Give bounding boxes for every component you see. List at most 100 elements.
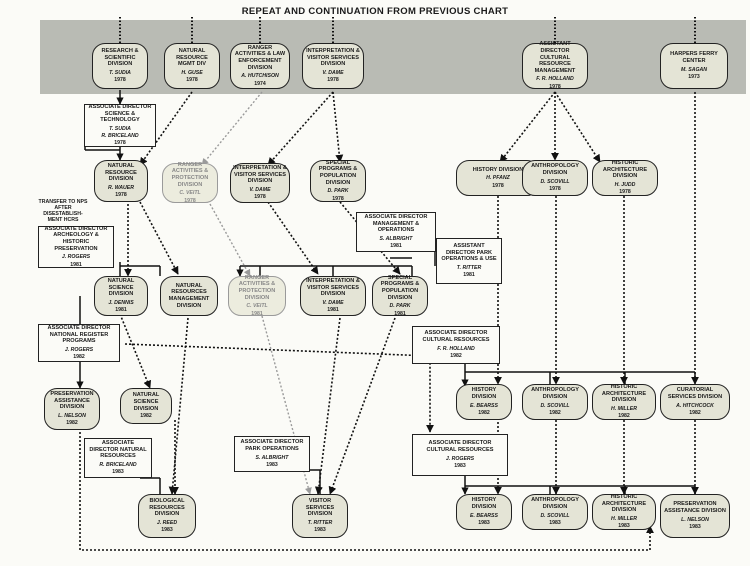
node-person: J. ROGERS (445, 455, 475, 462)
node-name: RANGER ACTIVITIES & PROTECTION DIVISION (238, 274, 276, 301)
node-year: 1978 (332, 195, 344, 202)
node-name: ASSOCIATE DIRECTOR SCIENCE & TECHNOLOGY (88, 104, 152, 124)
node-person: T. SUDIA (109, 126, 131, 132)
chart-title: REPEAT AND CONTINUATION FROM PREVIOUS CH… (241, 6, 509, 17)
node-year: 1978 (492, 182, 504, 189)
node-person: F. R. HOLLAND (437, 345, 475, 352)
node-ranger-protection-division-1978: RANGER ACTIVITIES & PROTECTION DIVISION … (162, 161, 218, 204)
node-assistant-director-cultural-resource-mgmt: ASSISTANT DIRECTOR CULTURAL RESOURCE MAN… (522, 41, 588, 90)
node-name: RANGER ACTIVITIES & LAW ENFORCEMENT DIVI… (234, 44, 286, 71)
node-name: VISITOR SERVICES DIVISION (305, 498, 335, 518)
node-person: H. MILLER (611, 405, 637, 412)
node-year: 1982 (140, 413, 152, 420)
node-person: E. BEARSS (470, 402, 498, 409)
node-year: 1982 (66, 420, 78, 427)
node-year: 1978 (549, 83, 561, 90)
node-person: C. VEITL (246, 303, 268, 310)
node-person: J. ROGERS (64, 346, 94, 353)
node-person: R. WAUER (108, 184, 134, 191)
node-year: 1978 (115, 192, 127, 199)
node-year: 1974 (254, 80, 266, 87)
node-biological-resources-division-1983: BIOLOGICAL RESOURCES DIVISION J. REED 19… (138, 494, 196, 538)
node-person: H. MILLER (611, 515, 637, 522)
node-person: T. SUDIA (109, 69, 131, 76)
node-name: SPECIAL PROGRAMS & POPULATION DIVISION (318, 159, 358, 186)
node-name: HISTORIC ARCHITECTURE DIVISION (601, 494, 647, 514)
node-year: 1981 (70, 261, 82, 268)
node-name: INTERPRETATION & VISITOR SERVICES DIVISI… (306, 278, 360, 298)
node-name: ASSOCIATE DIRECTOR CULTURAL RESOURCES (422, 330, 490, 343)
node-name: ASSISTANT DIRECTOR CULTURAL RESOURCE MAN… (534, 41, 576, 74)
node-year: 1978 (549, 186, 561, 193)
node-person: R. BRICELAND (99, 461, 137, 468)
node-historic-architecture-division-1982: HISTORIC ARCHITECTURE DIVISION H. MILLER… (592, 384, 656, 420)
node-interpretation-visitor-services-1981: INTERPRETATION & VISITOR SERVICES DIVISI… (300, 276, 366, 316)
node-year: 1978 (114, 140, 126, 147)
node-person: D. PARK (389, 303, 411, 310)
node-name: ANTHROPOLOGY DIVISION (531, 497, 579, 510)
node-name: ASSOCIATE DIRECTOR PARK OPERATIONS (240, 439, 304, 452)
node-year: 1981 (394, 310, 406, 317)
node-person: V. DAME (322, 69, 344, 76)
node-person: T. RITTER (456, 264, 482, 271)
node-person: M. SAGAN (681, 66, 707, 73)
node-person: T. RITTER (307, 519, 333, 526)
node-person: H. JUDD (614, 181, 636, 188)
node-name: ASSOCIATE DIRECTOR NATURAL RESOURCES (89, 440, 147, 460)
node-year: 1983 (549, 520, 561, 527)
node-name: NATURAL RESOURCE MGMT DIV (176, 48, 208, 68)
node-name: SPECIAL PROGRAMS & POPULATION DIVISION (380, 274, 420, 301)
node-associate-director-cultural-resources-1983: ASSOCIATE DIRECTOR CULTURAL RESOURCES J.… (412, 434, 508, 476)
node-name: ASSOCIATE DIRECTOR CULTURAL RESOURCES (426, 440, 494, 453)
node-year: 1978 (327, 77, 339, 84)
node-natural-science-division-1981: NATURAL SCIENCE DIVISION J. DENNIS 1981 (94, 276, 148, 316)
node-person: L. NELSON (58, 412, 86, 419)
node-year: 1983 (689, 524, 701, 531)
node-research-scientific-division: RESEARCH & SCIENTIFIC DIVISION T. SUDIA … (92, 43, 148, 89)
node-name: ANTHROPOLOGY DIVISION (531, 387, 579, 400)
node-name: HARPERS FERRY CENTER (670, 51, 718, 64)
node-person: V. DAME (249, 186, 271, 193)
node-year: 1978 (619, 189, 631, 196)
node-person: C. VEITL (179, 190, 201, 197)
node-year: 1982 (478, 410, 490, 417)
node-name: INTERPRETATION & VISITOR SERVICES DIVISI… (233, 165, 287, 185)
node-name: HISTORY DIVISION (471, 497, 497, 510)
node-name: PRESERVATION ASSISTANCE DIVISION (50, 391, 94, 411)
node-historic-architecture-division-1978: HISTORIC ARCHITECTURE DIVISION H. JUDD 1… (592, 160, 658, 196)
node-year: 1982 (73, 354, 85, 361)
node-year: 1981 (115, 307, 127, 314)
node-name: ASSISTANT DIRECTOR PARK OPERATIONS & USE (441, 243, 497, 263)
node-year: 1982 (618, 413, 630, 420)
node-natural-science-division-1982: NATURAL SCIENCE DIVISION 1982 (120, 388, 172, 424)
node-person: F. R. HOLLAND (536, 76, 574, 83)
node-ranger-protection-division-1981: RANGER ACTIVITIES & PROTECTION DIVISION … (228, 274, 286, 317)
node-year: 1982 (689, 410, 701, 417)
node-name: CURATORIAL SERVICES DIVISION (667, 387, 723, 400)
node-year: 1981 (390, 243, 402, 250)
node-name: HISTORY DIVISION (471, 387, 497, 400)
node-name: HISTORY DIVISION (472, 166, 524, 173)
node-person: D. SCOVILL (540, 178, 570, 185)
node-person: A. HUTCHISON (241, 73, 279, 80)
node-name: RANGER ACTIVITIES & PROTECTION DIVISION (171, 161, 209, 188)
node-natural-resource-division-1978: NATURAL RESOURCE DIVISION R. WAUER 1978 (94, 160, 148, 202)
node-name: HISTORIC ARCHITECTURE DIVISION (602, 160, 648, 180)
node-person: H. GUSE (181, 69, 203, 76)
node-anthropology-division-1983: ANTHROPOLOGY DIVISION D. SCOVILL 1983 (522, 494, 588, 530)
node-year: 1983 (454, 463, 466, 470)
node-year: 1983 (266, 462, 278, 469)
node-year: 1983 (112, 469, 124, 476)
node-year: 1982 (549, 410, 561, 417)
node-curatorial-services-division-1982: CURATORIAL SERVICES DIVISION A. HITCHCOC… (660, 384, 730, 420)
node-year: 1981 (463, 272, 475, 279)
node-person: S. ALBRIGHT (379, 235, 413, 242)
node-year: 1982 (450, 353, 462, 360)
node-name: ASSOCIATE DIRECTOR ARCHEOLOGY & HISTORIC… (44, 225, 108, 252)
node-person: D. SCOVILL (540, 512, 570, 519)
node-name: INTERPRETATION & VISITOR SERVICES DIVISI… (306, 48, 360, 68)
node-history-division-1982: HISTORY DIVISION E. BEARSS 1982 (456, 384, 512, 420)
node-year: 1981 (251, 310, 263, 317)
node-history-division-1983: HISTORY DIVISION E. BEARSS 1983 (456, 494, 512, 530)
